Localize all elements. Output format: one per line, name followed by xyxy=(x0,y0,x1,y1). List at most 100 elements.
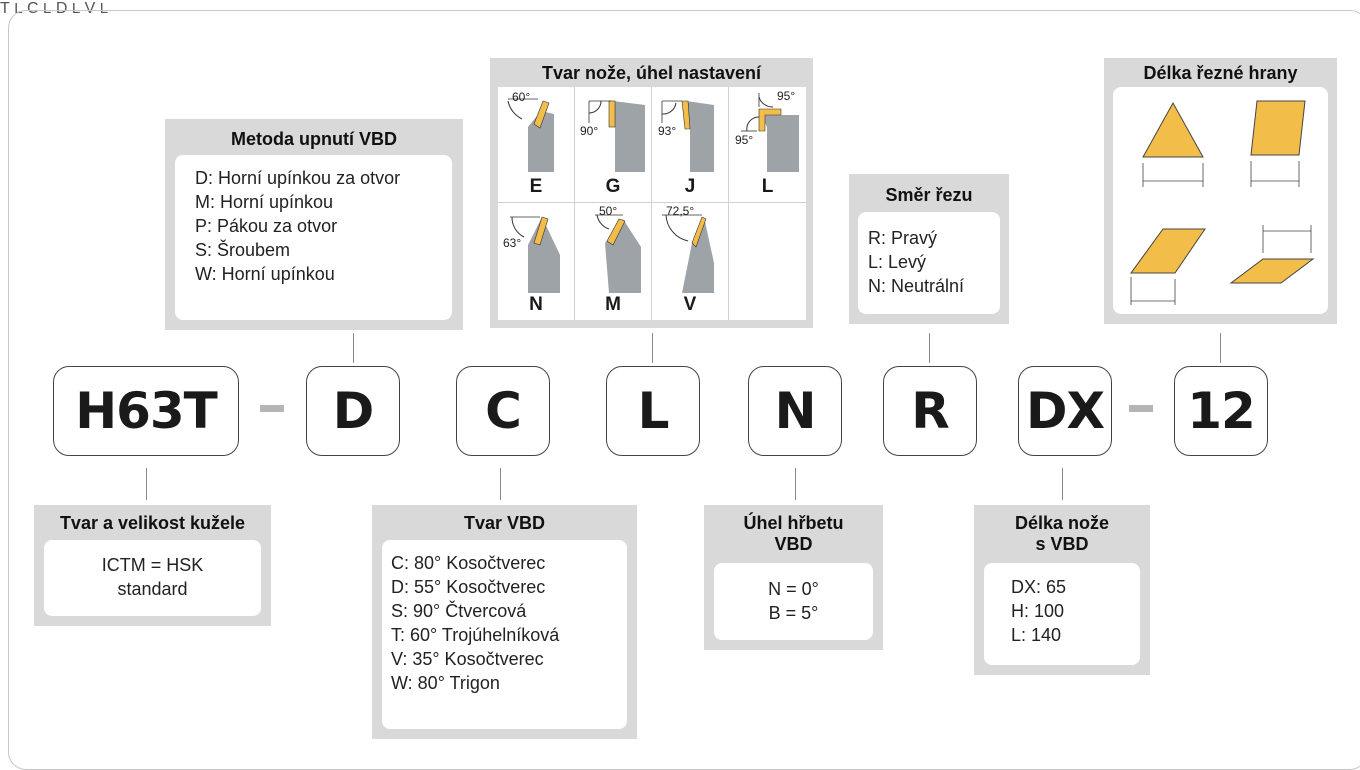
connector-insert-shape xyxy=(500,468,501,500)
tool-v-label: V xyxy=(683,294,697,315)
clearance-box: N = 0° B = 5° xyxy=(714,563,873,640)
insert-shape-item: C: 80° Kosočtverec xyxy=(391,553,546,573)
tool-v-angle: 72,5° xyxy=(666,204,695,218)
taper-box: ICTM = HSK standard xyxy=(44,540,261,616)
tool-e-label: E xyxy=(529,176,543,197)
length-item: DX: 65 xyxy=(1011,577,1067,597)
tool-cell-m: 50° M xyxy=(575,203,652,320)
connector-direction xyxy=(929,333,930,363)
clamping-item: M: Horní upínkou xyxy=(195,192,334,212)
tool-m-angle: 50° xyxy=(599,204,618,218)
length-title-1: Délka nože xyxy=(1014,513,1110,533)
edge-t-letter: T xyxy=(0,0,10,17)
tool-n-drawing xyxy=(510,216,560,293)
tool-j-drawing xyxy=(661,100,714,172)
tool-n-angle: 63° xyxy=(503,236,522,250)
insert-shape-title: Tvar VBD xyxy=(463,513,546,533)
clearance-title-1: Úhel hřbetu xyxy=(743,513,844,533)
code-part-taper: H63T xyxy=(53,366,239,456)
insert-shape-list: C: 80° Kosočtverec D: 55° Kosočtverec S:… xyxy=(382,540,627,729)
tool-e-drawing xyxy=(507,98,554,172)
edge-c-letter: C xyxy=(27,0,39,17)
insert-shape-item: W: 80° Trigon xyxy=(391,673,500,693)
length-panel: Délka nože s VBD DX: 65 H: 100 L: 140 xyxy=(974,505,1150,675)
clamping-item: D: Horní upínkou za otvor xyxy=(195,168,401,188)
clamping-item: S: Šroubem xyxy=(195,240,291,260)
clearance-panel: Úhel hřbetu VBD N = 0° B = 5° xyxy=(704,505,883,650)
edge-t-dim: L xyxy=(14,0,23,17)
tool-cell-j: 93° J xyxy=(652,87,729,203)
connector-taper xyxy=(146,468,147,500)
code-separator xyxy=(1129,405,1153,412)
tool-g-label: G xyxy=(605,176,621,197)
tool-cell-l: 95° 95° L xyxy=(729,87,806,203)
tool-cell-g: 90° G xyxy=(575,87,652,203)
insert-shape-item: S: 90° Čtvercová xyxy=(391,601,527,621)
taper-panel: Tvar a velikost kužele ICTM = HSK standa… xyxy=(34,505,271,626)
tool-l-label: L xyxy=(761,176,774,197)
tool-cell-v: 72,5° V xyxy=(652,203,729,320)
direction-list: R: Pravý L: Levý N: Neutrální xyxy=(858,212,1000,314)
tool-g-angle: 90° xyxy=(580,124,599,138)
direction-item: N: Neutrální xyxy=(868,276,965,296)
insert-shape-item: V: 35° Kosočtverec xyxy=(391,649,544,669)
edge-v-dim: L xyxy=(99,0,109,17)
code-part-clearance: N xyxy=(748,366,842,456)
edge-length-title: Délka řezné hrany xyxy=(1143,63,1298,83)
tool-shape-title: Tvar nože, úhel nastavení xyxy=(541,63,762,83)
length-item: H: 100 xyxy=(1011,601,1065,621)
clamping-item: W: Horní upínkou xyxy=(195,264,335,284)
direction-item: R: Pravý xyxy=(868,228,938,248)
taper-item: standard xyxy=(117,579,188,599)
clearance-item: N = 0° xyxy=(768,579,819,599)
tool-cell-n: 63° N xyxy=(498,203,575,320)
tool-cell-empty xyxy=(729,203,806,320)
edge-c-dim: L xyxy=(43,0,52,17)
tool-n-label: N xyxy=(529,294,543,315)
tool-m-drawing xyxy=(595,214,641,293)
connector-clamping xyxy=(353,333,354,363)
clearance-title-2: VBD xyxy=(774,534,813,554)
edge-length-shapes xyxy=(1130,100,1315,305)
insert-shape-item: T: 60° Trojúhelníková xyxy=(391,625,560,645)
tool-m-label: M xyxy=(605,294,621,315)
length-title-2: s VBD xyxy=(1035,534,1089,554)
direction-item: L: Levý xyxy=(868,252,927,272)
tool-cell-e: 60° E xyxy=(498,87,575,203)
tool-j-angle: 93° xyxy=(658,124,677,138)
tool-g-drawing xyxy=(588,100,645,172)
taper-item: ICTM = HSK xyxy=(101,555,204,575)
code-part-clamping: D xyxy=(306,366,400,456)
edge-d-letter: D xyxy=(55,0,68,17)
tool-shape-grid: 60° E 90° G 93° J xyxy=(498,87,806,320)
tool-e-angle: 60° xyxy=(512,90,531,104)
clamping-panel: Metoda upnutí VBD D: Horní upínkou za ot… xyxy=(165,119,463,330)
length-list: DX: 65 H: 100 L: 140 xyxy=(984,563,1140,665)
clamping-title: Metoda upnutí VBD xyxy=(231,129,397,149)
code-part-insert-shape: C xyxy=(456,366,550,456)
connector-length xyxy=(1062,468,1063,500)
tool-v-drawing xyxy=(662,214,714,293)
length-item: L: 140 xyxy=(1011,625,1062,645)
code-part-edge-length: 12 xyxy=(1174,366,1268,456)
direction-title: Směr řezu xyxy=(885,185,973,205)
tool-l-angle2: 95° xyxy=(735,133,754,147)
connector-tool-shape xyxy=(652,333,653,363)
code-part-direction: R xyxy=(883,366,977,456)
edge-v-letter: V xyxy=(84,0,96,17)
edge-d-dim: L xyxy=(71,0,81,17)
code-separator xyxy=(260,405,284,412)
connector-edge-length xyxy=(1220,333,1221,363)
tool-l-angle: 95° xyxy=(777,89,796,103)
clamping-list: D: Horní upínkou za otvor M: Horní upínk… xyxy=(175,155,452,320)
insert-shape-item: D: 55° Kosočtverec xyxy=(391,577,546,597)
tool-j-label: J xyxy=(684,176,696,197)
code-part-length: DX xyxy=(1018,366,1112,456)
connector-clearance xyxy=(795,468,796,500)
insert-shape-panel: Tvar VBD C: 80° Kosočtverec D: 55° Kosoč… xyxy=(372,505,637,739)
taper-title: Tvar a velikost kužele xyxy=(59,513,246,533)
clearance-item: B = 5° xyxy=(768,603,819,623)
tool-l-drawing xyxy=(741,93,799,172)
clamping-item: P: Pákou za otvor xyxy=(195,216,338,236)
direction-panel: Směr řezu R: Pravý L: Levý N: Neutrální xyxy=(849,174,1009,324)
